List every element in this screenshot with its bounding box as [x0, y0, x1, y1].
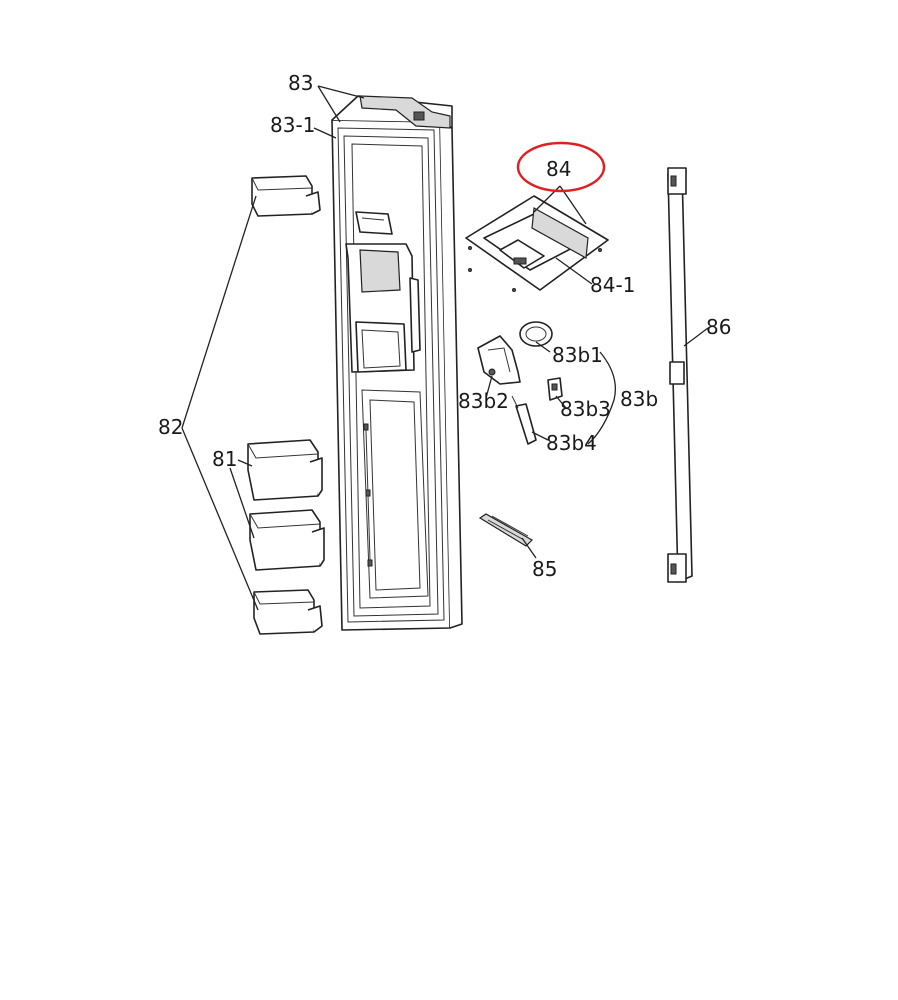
label-83b: 83b — [620, 387, 658, 411]
label-81: 81 — [212, 447, 237, 471]
door-bin-small-bottom — [253, 589, 323, 635]
door-bin-large-upper — [247, 439, 323, 501]
side-rail-86 — [667, 167, 693, 583]
control-box-84 — [465, 195, 609, 292]
label-85: 85 — [532, 557, 557, 581]
leader-lines — [181, 85, 709, 611]
door-bin-large-lower — [249, 509, 325, 571]
label-83-1: 83-1 — [270, 113, 315, 137]
label-84-1: 84-1 — [590, 273, 635, 297]
label-83b1: 83b1 — [552, 343, 603, 367]
label-83b4: 83b4 — [546, 431, 597, 455]
label-86: 86 — [706, 315, 731, 339]
dispenser-parts-83b — [477, 321, 563, 445]
label-84: 84 — [546, 157, 571, 181]
part-85 — [478, 513, 533, 547]
label-82: 82 — [158, 415, 183, 439]
highlight-circle — [516, 141, 606, 193]
label-83b3: 83b3 — [560, 397, 611, 421]
label-83: 83 — [288, 71, 313, 95]
door-assembly — [331, 95, 463, 631]
door-bin-small-top — [251, 175, 321, 217]
label-83b2: 83b2 — [458, 389, 509, 413]
